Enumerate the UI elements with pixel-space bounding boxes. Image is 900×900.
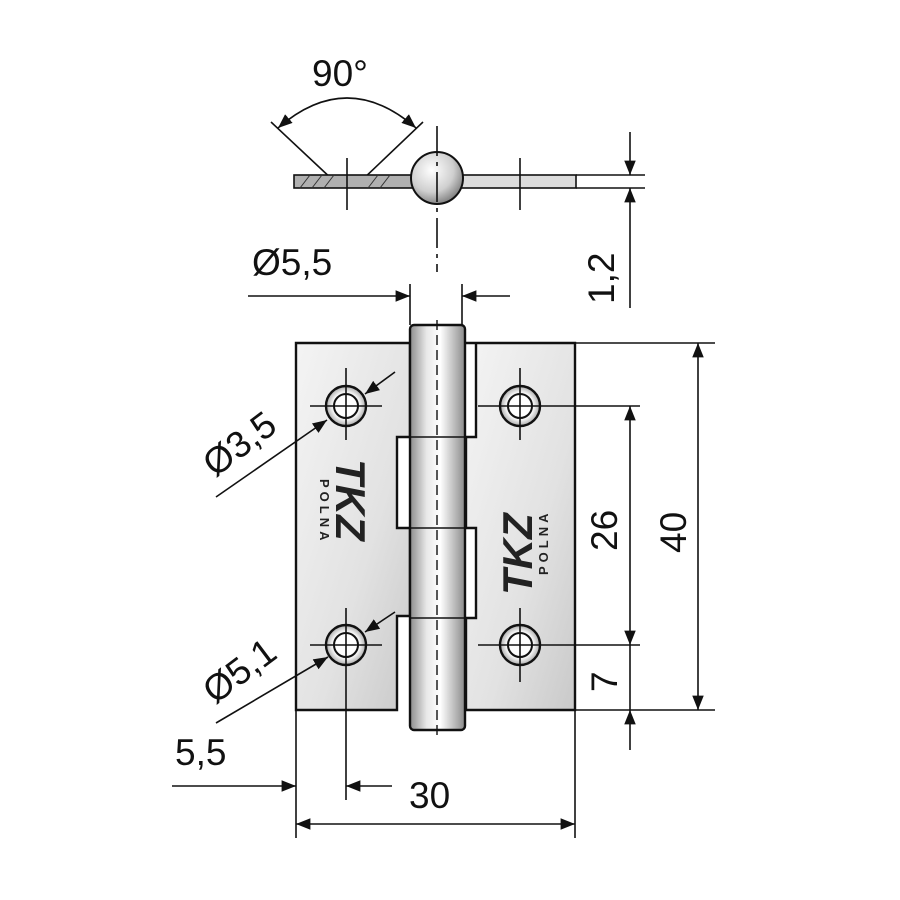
leader-d35-outer — [364, 371, 396, 395]
leader-d35 — [215, 419, 328, 498]
hole-spacing-label: 26 — [584, 510, 625, 551]
pin-diameter-label: Ø5,5 — [252, 242, 332, 283]
angle-arc — [277, 97, 417, 129]
top-view: 90° 1,2 — [270, 53, 645, 308]
leaf-bar-left — [293, 174, 415, 189]
svg-text:TKZ: TKZ — [327, 459, 374, 542]
right-leaf — [464, 341, 577, 712]
leader-d51-outer — [364, 611, 396, 633]
leader-d51 — [215, 656, 329, 724]
vertical-dimensions: 40 26 7 — [575, 342, 715, 750]
pin-diameter-dimension: Ø5,5 — [248, 242, 510, 325]
hole-centerlines — [310, 368, 640, 800]
bottom-offset-label: 7 — [584, 671, 625, 692]
leaf-hatching — [299, 174, 391, 189]
total-height-label: 40 — [653, 512, 694, 553]
horizontal-dimensions: 5,5 30 — [172, 710, 576, 838]
front-view: TKZ POLNA TKZ POLNA — [294, 320, 640, 800]
total-width-label: 30 — [409, 775, 450, 816]
thickness-label: 1,2 — [581, 253, 622, 304]
angle-extension-right — [359, 121, 424, 183]
logo-right: TKZ POLNA — [494, 510, 551, 596]
hole-diameter-bottom-label: Ø5,1 — [195, 630, 284, 711]
side-offset-label: 5,5 — [175, 732, 226, 773]
svg-text:TKZ: TKZ — [494, 512, 541, 595]
hole-diameter-top-label: Ø3,5 — [195, 403, 284, 484]
svg-text:POLNA: POLNA — [317, 479, 332, 545]
leaf-bar-right — [457, 174, 577, 189]
angle-extension-left — [270, 121, 336, 183]
svg-text:POLNA: POLNA — [536, 510, 551, 576]
logo-left: TKZ POLNA — [317, 459, 374, 545]
angle-label: 90° — [312, 53, 368, 94]
